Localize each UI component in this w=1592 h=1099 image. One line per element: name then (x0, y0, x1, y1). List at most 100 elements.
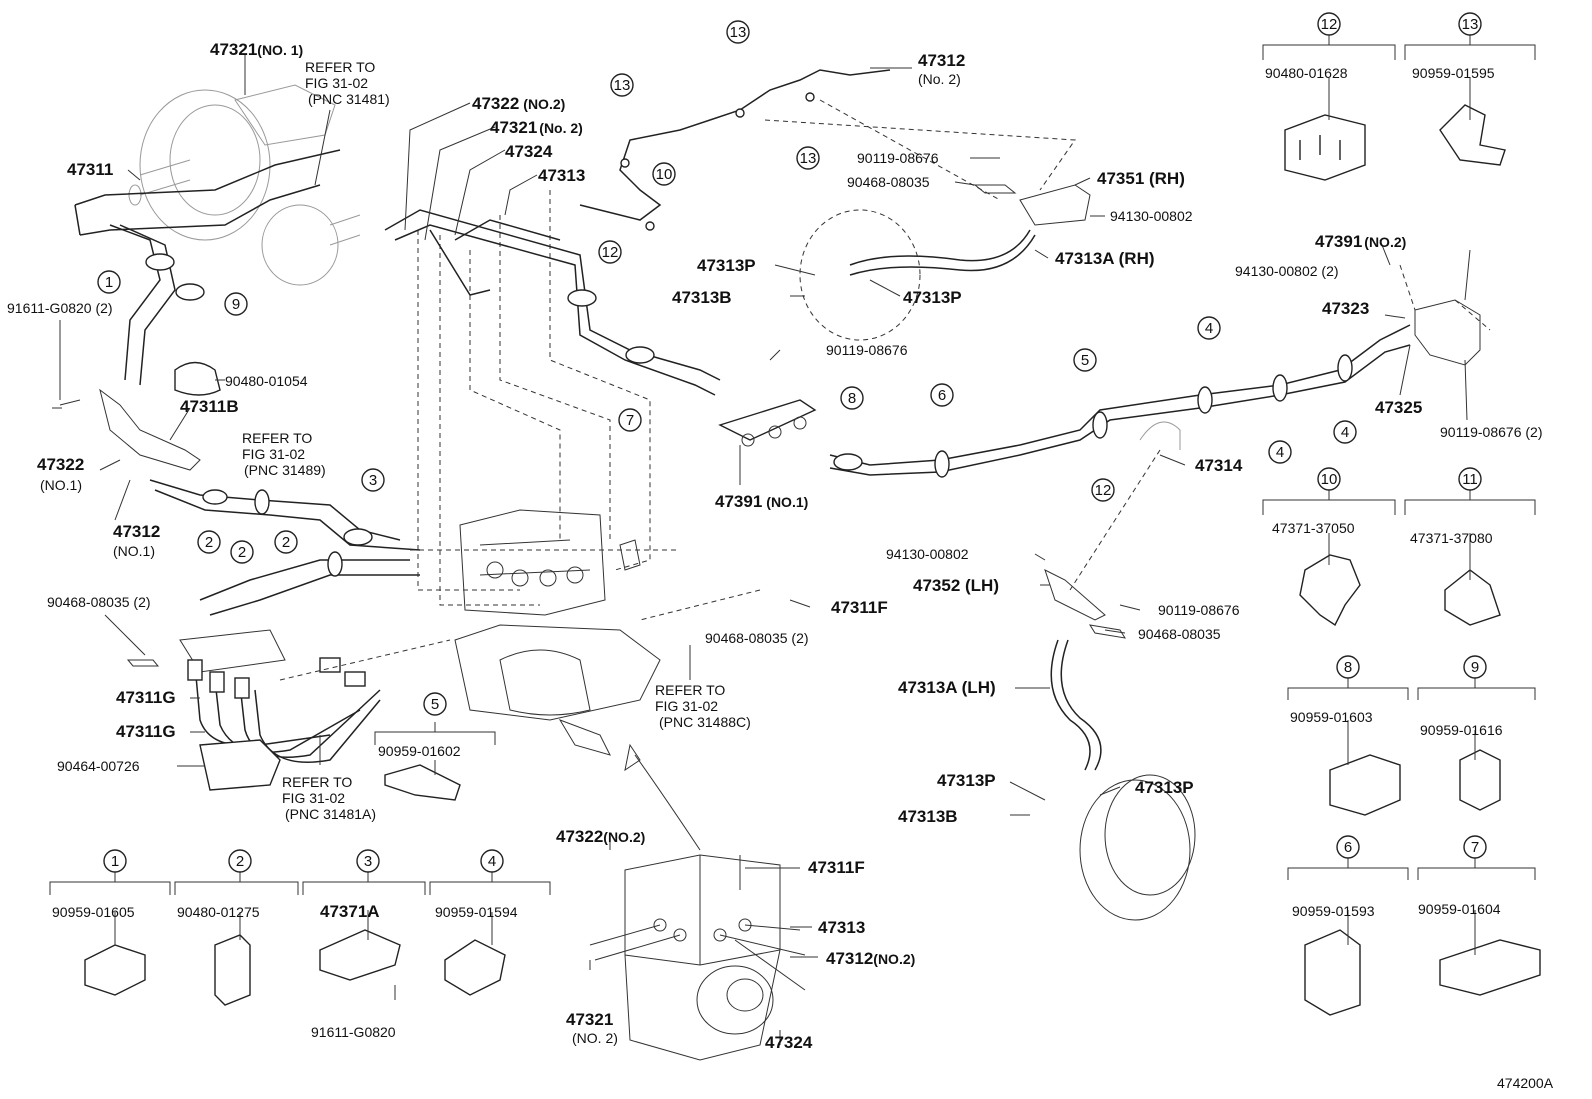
svg-text:4: 4 (488, 853, 496, 870)
bracket-47311B (99, 388, 201, 471)
svg-text:6: 6 (938, 387, 946, 404)
legend-part-8: 90959-01603 (1290, 709, 1373, 725)
ref-text: REFER TO (305, 59, 375, 75)
svg-text:8: 8 (1344, 659, 1352, 676)
ref-text: REFER TO (242, 430, 312, 446)
label-47311: 47311 (67, 160, 113, 179)
svg-text:9: 9 (1471, 659, 1479, 676)
abs-actuator-bottom (589, 854, 806, 1061)
clamp-4-c (1337, 354, 1353, 382)
clamp-4-a (1197, 386, 1213, 414)
legend-part-13: 90959-01595 (1412, 65, 1495, 81)
label-47391-no1: 47391(NO.1) (715, 492, 808, 511)
callout-circles: 1 9 3 2 2 2 13 13 13 10 12 7 8 6 5 12 4 … (97, 12, 1487, 873)
label-47311B: 47311B (180, 397, 239, 416)
svg-text:2: 2 (238, 544, 246, 561)
legend-callout-8: 8 (1336, 655, 1360, 679)
label-47313P: 47313P (1135, 778, 1194, 797)
label-47313A-rh: 47313A (RH) (1055, 249, 1155, 268)
label-47321-no2-bottom: 47321 (566, 1010, 613, 1029)
svg-text:8: 8 (848, 390, 856, 407)
legend-part-10: 47371-37050 (1272, 520, 1355, 536)
svg-text:4: 4 (1341, 424, 1349, 441)
node-13c (805, 92, 815, 102)
label-47311G: 47311G (116, 688, 176, 707)
dashed-47391-no2 (1399, 264, 1491, 331)
svg-text:12: 12 (1095, 482, 1112, 499)
label-47323: 47323 (1322, 299, 1369, 318)
clamp-6-mark (934, 450, 950, 478)
label-47312-no2-bottom: 47312(NO.2) (826, 949, 915, 968)
svg-text:1: 1 (105, 274, 113, 291)
legend-callout-10: 10 (1317, 467, 1341, 491)
dashed-guides (279, 190, 761, 681)
label-90119-08676: 90119-08676 (857, 150, 939, 166)
label-94130-00802: 94130-00802 (886, 546, 969, 562)
ref-text: (PNC 31489) (244, 462, 326, 478)
legend-part-2: 90480-01275 (177, 904, 260, 920)
label-47313: 47313 (538, 166, 585, 185)
brake-lines-47322-47321 (384, 209, 721, 396)
label-47391-no2: 47391(NO.2) (1315, 232, 1406, 251)
clamp-12-mark-top (567, 289, 597, 307)
brake-booster (128, 84, 361, 286)
fitting-a (187, 659, 203, 681)
label-47322-no2-bottom: 47322(NO.2) (556, 827, 645, 846)
ref-text: FIG 31-02 (305, 75, 368, 91)
brake-line-47314 (829, 324, 1411, 476)
svg-text:1: 1 (111, 853, 119, 870)
brake-line-47311 (74, 149, 341, 386)
label-90119-08676: 90119-08676 (1158, 602, 1240, 618)
svg-text:10: 10 (1321, 471, 1338, 488)
callout-13-c: 13 (796, 146, 820, 170)
ref-text: REFER TO (655, 682, 725, 698)
legend-callout-9: 9 (1463, 655, 1487, 679)
hose-47313A-lh (1050, 639, 1091, 771)
label-47321-no2: 47321(No. 2) (490, 118, 583, 137)
callout-2-b: 2 (230, 540, 254, 564)
label-90119-08676: 90119-08676 (826, 342, 908, 358)
legend-part-11: 47371-37080 (1410, 530, 1493, 546)
svg-text:5: 5 (1081, 352, 1089, 369)
svg-text:7: 7 (626, 412, 634, 429)
clamp-8-mark (833, 453, 863, 471)
label-47351-rh: 47351 (RH) (1097, 169, 1185, 188)
bracket-47351 (1019, 184, 1091, 226)
callout-7-a: 7 (618, 408, 642, 432)
legend-callout-4: 4 (480, 849, 504, 873)
callout-4-c: 4 (1333, 420, 1357, 444)
dashed-to-47351 (764, 99, 1076, 201)
legend-callout-12: 12 (1317, 12, 1341, 36)
label-90480-01054: 90480-01054 (225, 373, 308, 389)
label-94130-00802: 94130-00802 (1110, 208, 1193, 224)
svg-text:4: 4 (1205, 320, 1213, 337)
rh-disc (799, 209, 921, 341)
svg-text:13: 13 (1462, 16, 1479, 33)
abs-actuator-center (454, 509, 661, 756)
callout-13-b: 13 (726, 20, 750, 44)
label-47311F: 47311F (808, 858, 865, 877)
label-47312-no1: 47312 (113, 522, 160, 541)
label-47314: 47314 (1195, 456, 1243, 475)
label-47321-no1: 47321(NO. 1) (210, 40, 303, 59)
svg-text:6: 6 (1344, 839, 1352, 856)
clip-90468-rh (973, 184, 1017, 194)
callout-6-a: 6 (930, 383, 954, 407)
block-47391-no1 (718, 399, 817, 441)
svg-text:11: 11 (1462, 471, 1478, 488)
ref-text: (PNC 31481A) (285, 806, 376, 822)
svg-text:12: 12 (1321, 16, 1338, 33)
pipe-bend-ghost (1139, 421, 1181, 450)
label-90468-08035: 90468-08035 (847, 174, 930, 190)
ref-text: REFER TO (282, 774, 352, 790)
bracket-47352 (1044, 569, 1106, 621)
label-47325: 47325 (1375, 398, 1422, 417)
label-47313P: 47313P (697, 256, 756, 275)
legend-callout-7: 7 (1463, 835, 1487, 859)
legend-part-1: 90959-01605 (52, 904, 135, 920)
dashed-to-47352 (1069, 449, 1161, 591)
svg-text:(NO.1): (NO.1) (40, 477, 82, 493)
callout-2-a: 2 (197, 530, 221, 554)
label-47313B: 47313B (898, 807, 958, 826)
